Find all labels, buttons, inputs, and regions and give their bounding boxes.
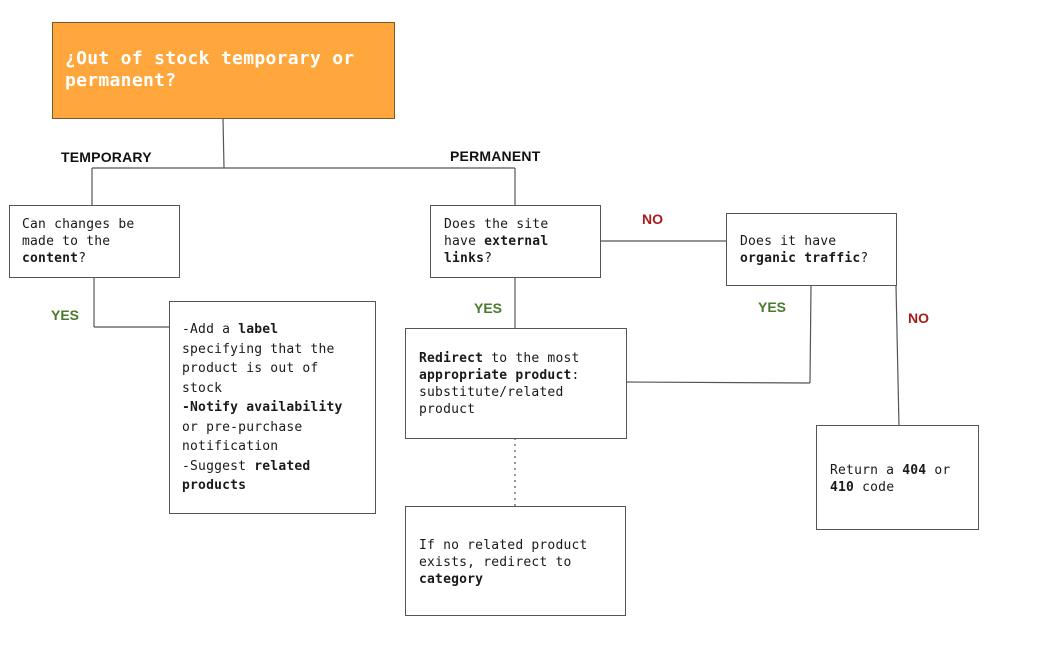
return-line1: Return a 404 or [830,462,966,479]
links-question-line2-prefix: have [444,234,485,249]
return-code-box: Return a 404 or 410 code [816,425,979,530]
no-label-traffic: NO [908,310,929,326]
connector-title-down [222,118,225,169]
return-404-bold: 404 [902,463,927,478]
temporary-actions-box: -Add a label specifying that the product… [169,301,376,514]
return-l1: Return a [830,463,903,478]
links-question-box: Does the site have external links? [430,205,601,278]
redirect-line1: Redirect to the most [419,350,614,367]
redirect-l4: product [419,402,476,417]
temporary-action-b2: or pre-purchase [182,419,303,435]
links-question-line2: have external [444,233,588,250]
yes-label-links: YES [474,300,503,316]
return-line2: 410 code [830,479,966,496]
return-410-bold: 410 [830,480,855,495]
connector-traffic-yes-left [625,381,811,384]
temporary-action-a2: specifying that the [182,341,335,357]
traffic-question-suffix: ? [860,251,869,266]
yes-label-content: YES [51,307,80,323]
traffic-question-bold: organic traffic [740,251,861,266]
content-question-bold: content [22,251,79,266]
traffic-question-box: Does it have organic traffic? [726,213,897,286]
links-question-line3-bold: links [444,251,485,266]
yes-label-traffic: YES [758,299,787,315]
connector-traffic-yes-down [809,285,812,384]
temporary-action-b3: notification [182,439,279,454]
no-label-links: NO [642,211,663,227]
redirect-l1: to the most [483,351,580,366]
links-question-line3: links? [444,250,588,267]
content-question-line1: Can changes be [22,217,135,232]
redirect-l3: substitute/related [419,385,564,400]
connector-traffic-no [895,285,900,427]
branch-label-permanent: PERMANENT [450,148,541,164]
temporary-action-notify-line: -Notify availability [182,398,363,418]
category-l2: exists, redirect to [419,555,572,570]
content-question-suffix: ? [78,251,87,266]
return-l2: code [854,480,895,495]
redirect-l2: : [571,368,580,383]
temporary-action-products-line: products [182,476,363,496]
category-bold: category [419,572,484,587]
content-question-line2: made to the [22,234,111,249]
temporary-action-a1: -Add a [182,322,239,337]
temporary-action-label-line: -Add a label [182,320,363,340]
temporary-action-suggest-line: -Suggest related [182,457,363,477]
return-l1-end: or [926,463,951,478]
links-question-line1: Does the site [444,217,549,232]
links-question-line2-bold: external [484,234,549,249]
redirect-bold: Redirect [419,351,484,366]
title-text: ¿Out of stock temporary or permanent? [65,48,355,91]
title-box: ¿Out of stock temporary or permanent? [52,22,395,119]
branch-label-temporary: TEMPORARY [61,149,152,165]
redirect-line2: appropriate product: [419,367,614,384]
temporary-action-notify-bold: -Notify availability [182,400,343,415]
temporary-action-a3: product is out of [182,361,319,376]
links-question-line3-suffix: ? [484,251,493,266]
temporary-action-label-bold: label [238,322,279,337]
category-line3: category [419,571,613,588]
content-question-line3: content? [22,250,167,267]
redirect-appropriate-bold: appropriate product [419,368,572,383]
category-box: If no related product exists, redirect t… [405,506,626,616]
content-question-box: Can changes be made to the content? [9,205,180,278]
temporary-action-a4: stock [182,380,223,396]
temporary-action-products-bold: products [182,478,247,493]
temporary-action-c1: -Suggest [182,458,255,474]
redirect-box: Redirect to the most appropriate product… [405,328,627,439]
temporary-action-related-bold: related [254,458,311,474]
traffic-question-line1: Does it have [740,234,837,249]
category-l1: If no related product [419,538,588,553]
traffic-question-line2: organic traffic? [740,250,884,267]
